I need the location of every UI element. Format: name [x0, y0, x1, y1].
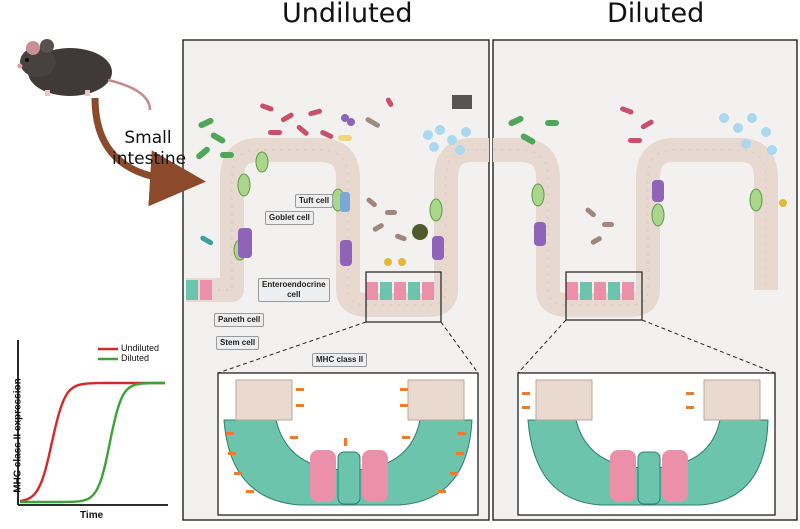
title-undiluted: Undiluted [282, 0, 413, 29]
mhc-chart [17, 340, 168, 506]
undiluted-microbiota [196, 95, 472, 266]
chart-x-label: Time [80, 510, 104, 521]
legend-diluted-text: Diluted [121, 353, 150, 363]
label-tuft-cell: Tuft cell [295, 194, 334, 208]
series-line-undiluted [19, 381, 165, 503]
diluted-inset-cells [522, 379, 769, 506]
diluted-microbiota [508, 106, 787, 245]
flow-arrow [91, 97, 206, 207]
undiluted-zoom-box [365, 271, 442, 323]
label-goblet-cell: Goblet cell [265, 211, 314, 225]
chart-y-label: MHC class II expression [12, 378, 24, 493]
small-intestine-label: Small intestine [112, 128, 187, 169]
label-enteroendocrine-cell: Enteroendocrine cell [258, 278, 330, 302]
label-paneth-cell: Paneth cell [214, 313, 265, 327]
diluted-epithelium [493, 138, 778, 317]
legend-undiluted-text: Undiluted [121, 343, 160, 353]
label-stem-cell: Stem cell [216, 336, 260, 350]
label-enteroendocrine-line2: cell [287, 290, 301, 299]
diluted-zoom-box [565, 271, 643, 321]
undiluted-inset-cells [223, 379, 473, 506]
series-line-diluted [20, 381, 165, 504]
undiluted-epithelium [186, 138, 489, 317]
label-enteroendocrine-line1: Enteroendocrine [262, 280, 326, 289]
title-diluted: Diluted [607, 0, 705, 29]
label-mhc-class-ii: MHC class II [312, 353, 368, 367]
mouse-icon [17, 39, 152, 111]
